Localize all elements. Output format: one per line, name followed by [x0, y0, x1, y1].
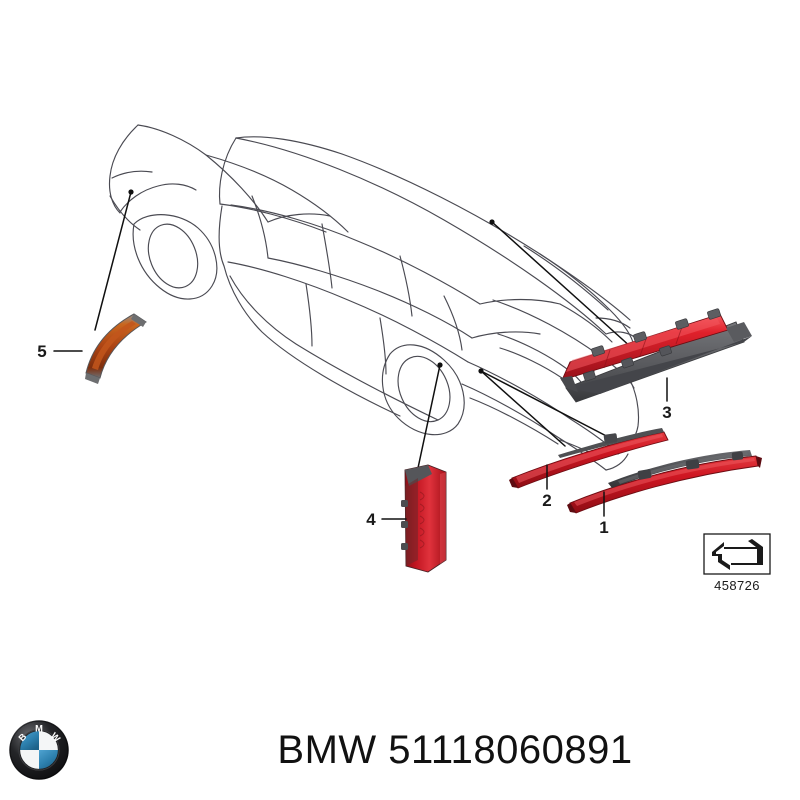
- banner-caption: BMW 51118060891: [277, 727, 633, 772]
- svg-text:B: B: [17, 731, 29, 743]
- leader-dot-1-2: [478, 368, 484, 374]
- reference-code-text: 458726: [714, 578, 760, 593]
- leader-dot-3: [489, 219, 495, 225]
- leader-to-reflector-right: [480, 370, 617, 442]
- callouts-group: 1 2 3 4 5: [37, 342, 671, 537]
- callout-label-2: 2: [542, 491, 551, 510]
- leader-to-side-marker: [94, 191, 132, 331]
- bmw-roundel-logo: B M W: [9, 720, 69, 780]
- diagram-reference-badge: 458726: [703, 533, 771, 593]
- part-side-marker-reflector[interactable]: [85, 313, 147, 384]
- part-vertical-reflector[interactable]: [401, 464, 447, 573]
- callout-label-5: 5: [37, 342, 46, 361]
- leader-to-reflector-left: [480, 370, 566, 447]
- callout-label-3: 3: [662, 403, 671, 422]
- svg-text:M: M: [35, 723, 43, 733]
- part-rear-bumper-reflector-left[interactable]: [509, 428, 669, 489]
- leader-to-vertical-reflector: [417, 364, 441, 469]
- vehicle-outline: [108, 124, 640, 471]
- parts-diagram-canvas: 1 2 3 4 5 458726: [37, 124, 771, 593]
- callout-label-1: 1: [599, 518, 608, 537]
- leader-lines-group: [94, 189, 633, 469]
- leader-to-third-brake-light: [491, 221, 633, 349]
- part-third-brake-light[interactable]: [560, 308, 752, 403]
- callout-label-4: 4: [366, 510, 376, 529]
- bottom-banner: B M W BMW 51118060891: [0, 700, 800, 800]
- leader-dot-5: [128, 189, 134, 195]
- part-rear-bumper-reflector-right[interactable]: [567, 450, 762, 514]
- leader-dot-4: [437, 362, 443, 368]
- diagram-svg: 1 2 3 4 5 458726: [37, 124, 771, 593]
